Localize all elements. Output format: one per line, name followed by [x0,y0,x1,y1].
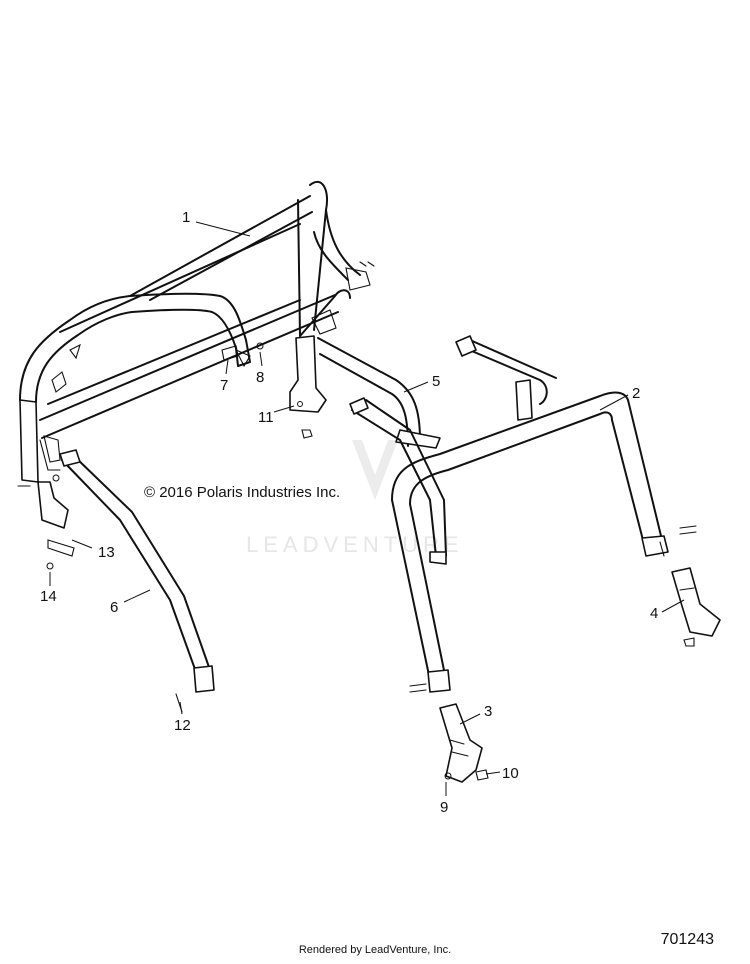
callout-5: 5 [432,373,440,390]
watermark-text: LEADVENTURE [246,532,464,557]
diagram-id: 701243 [660,931,714,948]
callout-13: 13 [98,544,115,561]
left-lower-bracket [37,435,75,557]
callout-3: 3 [484,703,492,720]
callout-12: 12 [174,717,191,734]
fasteners [17,342,264,570]
callout-6: 6 [110,599,118,616]
cross-brace [317,337,441,449]
callout-7: 7 [220,377,228,394]
callout-1: 1 [182,209,190,226]
rear-right-foot-bracket [671,567,721,647]
callout-10: 10 [502,765,519,782]
callout-8: 8 [256,369,264,386]
rear-roll-cage [349,335,697,693]
copyright-notice: © 2016 Polaris Industries Inc. [144,484,340,501]
callout-14: 14 [40,588,57,605]
callout-9: 9 [440,799,448,816]
leadventure-watermark: LEADVENTURE [246,440,464,557]
leader-lines [49,221,685,796]
center-post-bracket [289,309,337,439]
rear-left-foot-bracket [439,703,489,783]
callout-2: 2 [632,385,640,402]
front-roll-cage [19,180,375,483]
callout-4: 4 [650,605,658,622]
callout-11: 11 [258,409,274,426]
footer-credit: Rendered by LeadVenture, Inc. [298,944,452,956]
